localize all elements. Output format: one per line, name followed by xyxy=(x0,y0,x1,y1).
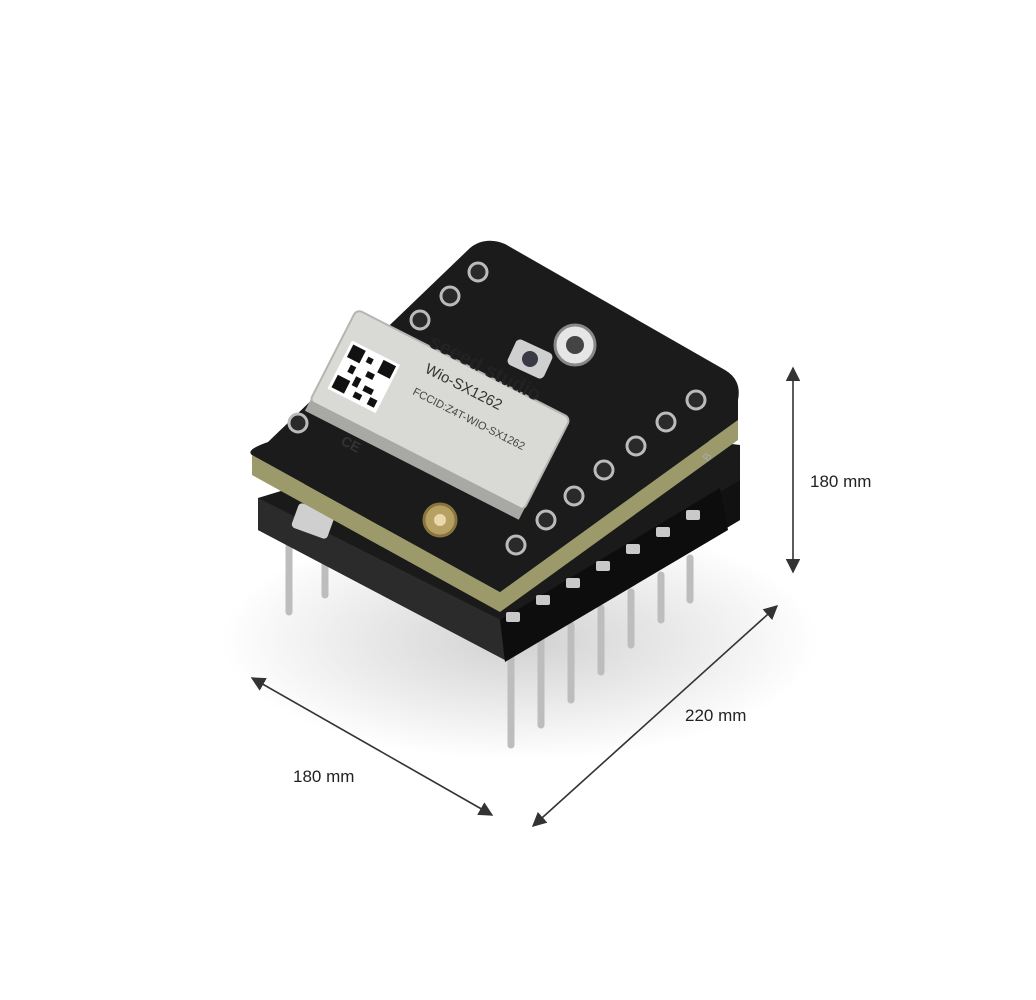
ce-mark: CE xyxy=(339,432,364,455)
rf-shield xyxy=(304,310,570,520)
depth-dimension-label: 220 mm xyxy=(685,706,747,725)
upper-board xyxy=(250,240,739,612)
depth-dimension-arrow xyxy=(531,605,779,827)
height-dimension-label: 180 mm xyxy=(810,472,872,491)
width-dimension-arrow xyxy=(250,677,494,816)
width-dimension-label: 180 mm xyxy=(293,767,355,786)
qr-code xyxy=(327,340,401,414)
